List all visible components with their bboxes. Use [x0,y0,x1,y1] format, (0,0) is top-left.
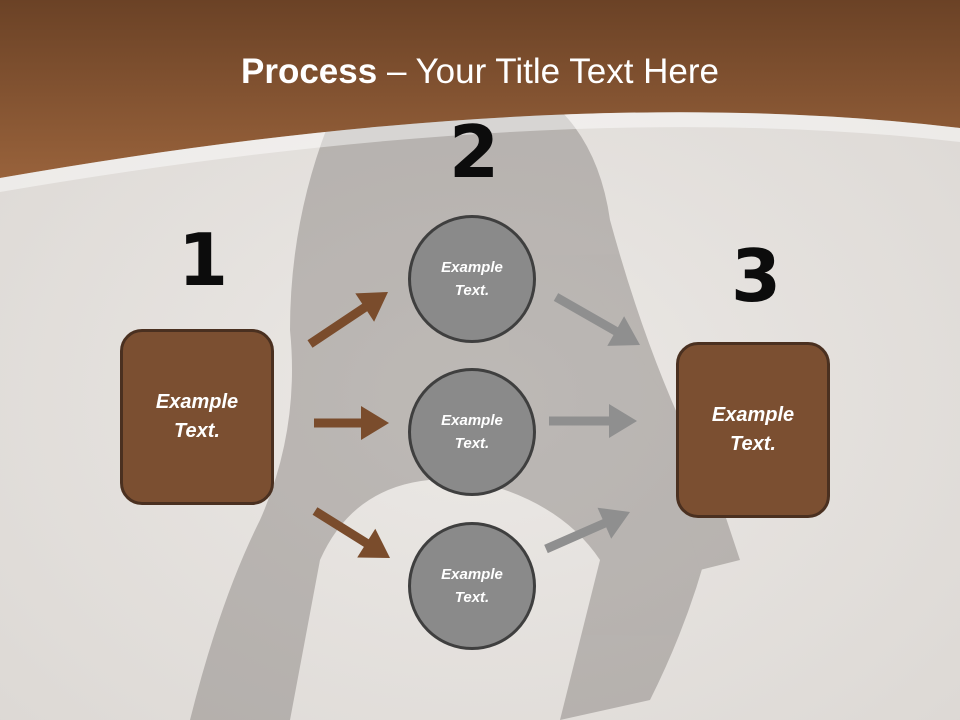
arrow-box1-to-middle [314,406,389,440]
step-1-box-text: Example Text. [155,391,239,442]
step-2-circle-bottom: Example Text. [408,522,536,650]
arrow-bottom-to-box3 [544,507,630,554]
slide-title: Process – Your Title Text Here [0,52,960,92]
arrow-top-to-box3 [553,293,640,346]
step-number-1: 1 [178,218,229,302]
arrow-box1-to-bottom [312,507,390,558]
circle-middle-text: Example Text. [441,412,503,452]
step-3-box-text: Example Text. [711,404,795,455]
step-2-circle-middle: Example Text. [408,368,536,496]
step-number-3: 3 [731,234,782,318]
step-number-2: 2 [449,110,500,194]
title-rest: – Your Title Text Here [377,52,719,91]
arrow-middle-to-box3 [549,404,637,438]
circle-bottom-text: Example Text. [441,566,503,606]
title-bold: Process [241,52,378,91]
step-2-circle-top: Example Text. [408,215,536,343]
arrow-box1-to-top [307,292,388,348]
header-curve-highlight [0,112,960,192]
header-band [0,0,960,178]
step-1-box: Example Text. [120,329,274,505]
circle-top-text: Example Text. [441,259,503,299]
step-3-box: Example Text. [676,342,830,518]
